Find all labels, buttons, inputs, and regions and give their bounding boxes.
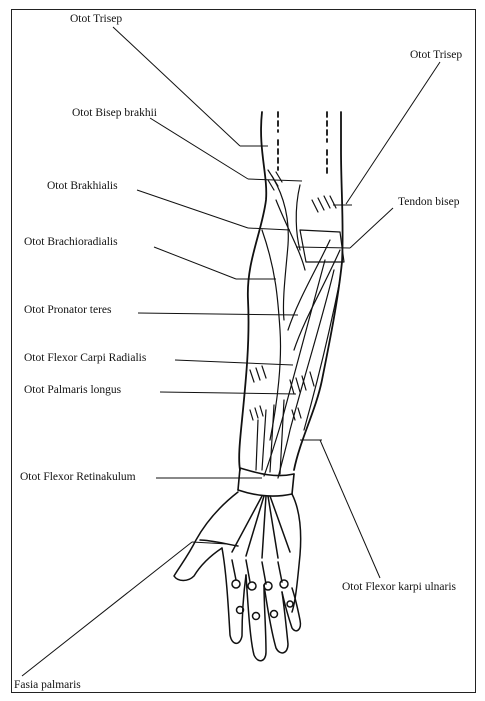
- label-trisep-left: Otot Trisep: [70, 13, 122, 26]
- leader-flexor-ulnaris: [320, 440, 380, 578]
- leader-bisep: [150, 118, 248, 179]
- leader-brachioradialis: [154, 247, 236, 279]
- hand-outline: [174, 492, 301, 661]
- leader-palmaris: [160, 392, 296, 394]
- label-bisep-brakhii: Otot Bisep brakhii: [72, 107, 157, 120]
- muscle-bundles: [250, 170, 344, 478]
- label-pronator-teres: Otot Pronator teres: [24, 304, 112, 317]
- label-flexor-karpi-ulnaris: Otot Flexor karpi ulnaris: [342, 581, 456, 594]
- arm-outline: [239, 112, 343, 470]
- label-trisep-right: Otot Trisep: [410, 49, 462, 62]
- leader-pronator: [138, 313, 298, 315]
- leader-flexor-carpi-radialis: [175, 360, 293, 365]
- leader-trisep-left: [113, 27, 240, 146]
- leader-brakhialis-tick: [248, 228, 290, 230]
- label-brachioradialis: Otot Brachioradialis: [24, 236, 118, 249]
- label-flexor-retinakulum: Otot Flexor Retinakulum: [20, 471, 136, 484]
- label-fasia-palmaris: Fasia palmaris: [14, 679, 81, 692]
- leader-fasia: [22, 542, 192, 676]
- leader-brakhialis: [137, 190, 248, 228]
- leader-trisep-right: [346, 62, 440, 204]
- label-brakhialis: Otot Brakhialis: [47, 180, 118, 193]
- label-tendon-bisep: Tendon bisep: [398, 196, 459, 209]
- label-palmaris-longus: Otot Palmaris longus: [24, 384, 121, 397]
- label-flexor-carpi-radialis: Otot Flexor Carpi Radialis: [24, 352, 146, 365]
- leader-tendon: [350, 208, 393, 248]
